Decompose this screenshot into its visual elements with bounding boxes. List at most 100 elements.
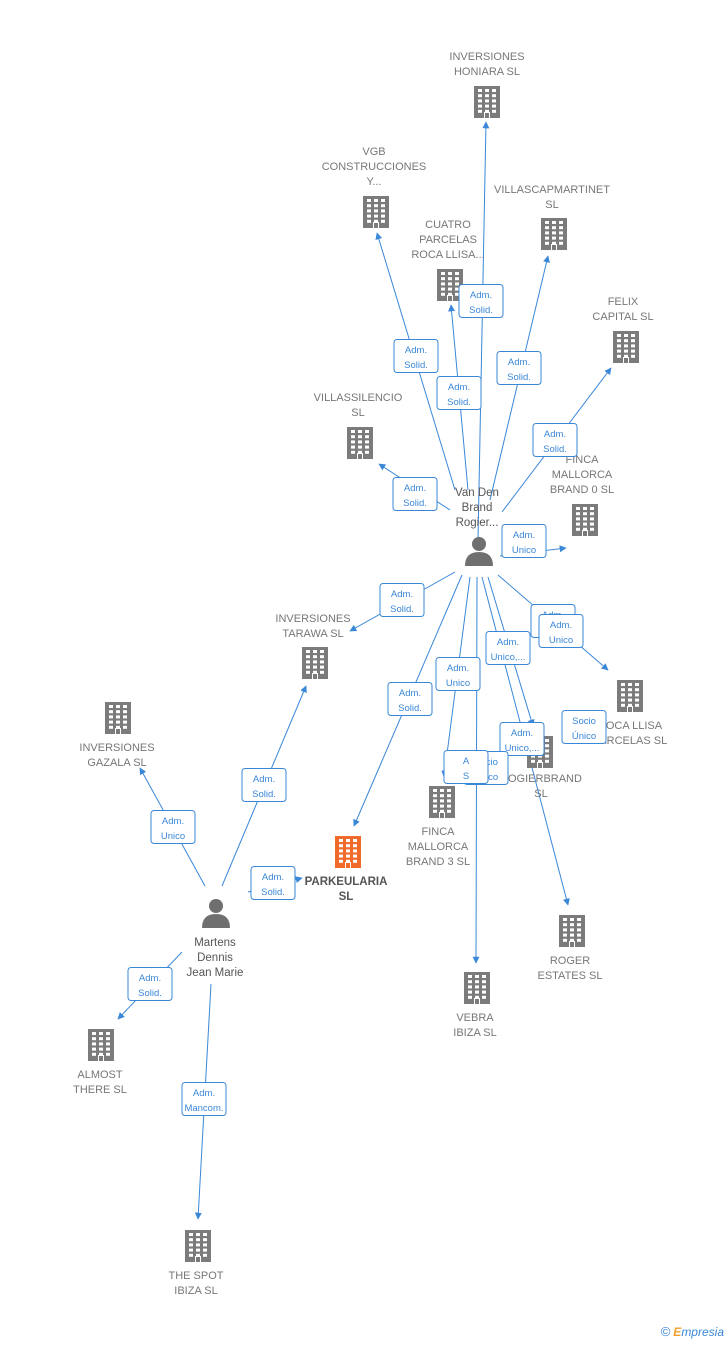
edges-layer: [117, 121, 612, 1220]
relation-label-martens-tarawa: Adm.Solid.: [241, 768, 287, 802]
relation-label-line: Adm.: [511, 728, 533, 739]
relation-label-line: Adm.: [399, 688, 421, 699]
node-label-line: PARCELAS: [419, 234, 477, 246]
relation-label-line: Solid.: [403, 498, 427, 509]
building-icon-vebra[interactable]: [464, 972, 490, 1004]
relation-label-vandenbrand-rogerestates: Adm. Unico,...: [499, 722, 545, 756]
relation-label-line: Unico,...: [491, 652, 526, 663]
relation-label-line: Solid.: [404, 360, 428, 371]
node-label-line: VEBRA: [456, 1012, 494, 1024]
person-icon-martens[interactable]: [202, 899, 230, 928]
brand-initial: E: [673, 1325, 682, 1339]
node-label-line: CAPITAL SL: [592, 311, 653, 323]
node-label-line: Dennis: [197, 952, 233, 964]
node-label-line: INVERSIONES: [275, 613, 350, 625]
node-label-line: ROCA LLISA: [598, 720, 663, 732]
person-icon-vandenbrand[interactable]: [465, 537, 493, 566]
node-label-line: Jean Marie: [187, 967, 244, 979]
relation-label-vandenbrand-rogierbrand: Adm. Unico,...: [485, 631, 531, 665]
node-label-line: CUATRO: [425, 219, 471, 231]
building-icon-thespot[interactable]: [185, 1230, 211, 1262]
node-label-line: THE SPOT: [168, 1270, 223, 1282]
node-label-line: IBIZA SL: [453, 1027, 496, 1039]
relation-label-line: Solid.: [138, 988, 162, 999]
building-icon-rocallisa[interactable]: [617, 680, 643, 712]
relation-label-vandenbrand-honiara: Adm.Solid.: [458, 284, 504, 318]
node-label-line: MALLORCA: [408, 841, 469, 853]
relation-label-line: Solid.: [507, 372, 531, 383]
building-icon-finca3[interactable]: [429, 786, 455, 818]
relation-label-vandenbrand-cuatro: Adm.Solid.: [436, 376, 482, 410]
relation-label-line: Adm.: [139, 973, 161, 984]
relation-label-vandenbrand-villascap: Adm. Solid.: [496, 351, 542, 385]
node-label-line: BRAND 3 SL: [406, 856, 470, 868]
relation-label-line: Adm.: [513, 530, 535, 541]
building-icon-tarawa[interactable]: [302, 647, 328, 679]
building-icon-finca0[interactable]: [572, 504, 598, 536]
node-label-rocallisa[interactable]: ROCA LLISA PARCELAS SL: [593, 720, 667, 747]
relation-label-line: Adm.: [262, 872, 284, 883]
building-icon-villassilencio[interactable]: [347, 427, 373, 459]
building-icon-rogerestates[interactable]: [559, 915, 585, 947]
building-icon-felix[interactable]: [613, 331, 639, 363]
relation-label-vandenbrand-finca0: Adm.Unico: [501, 524, 547, 558]
node-label-line: VILLASCAPMARTINET: [494, 184, 610, 196]
node-label-parkeularia[interactable]: PARKEULARIA SL: [305, 876, 388, 903]
relation-label-line: Unico: [446, 678, 470, 689]
relation-label-line: Unico,...: [505, 743, 540, 754]
relation-label-martens-thespot: Adm.Mancom.: [181, 1082, 227, 1116]
edge-vandenbrand-honiara: [477, 121, 490, 541]
building-icon-almost[interactable]: [88, 1029, 114, 1061]
relation-label-martens-parkeularia: Adm.Solid.: [250, 866, 296, 900]
node-label-line: PARKEULARIA: [305, 876, 388, 888]
relation-label-line: Adm.: [193, 1088, 215, 1099]
building-icon-cuatro[interactable]: [437, 269, 463, 301]
node-label-line: Rogier...: [456, 517, 499, 529]
brand-watermark: ©Empresia: [661, 1324, 724, 1339]
node-label-cuatro[interactable]: CUATRO PARCELAS ROCA LLISA...: [411, 219, 484, 261]
node-label-vebra[interactable]: VEBRA IBIZA SL: [453, 1012, 496, 1039]
node-label-line: PARCELAS SL: [593, 735, 667, 747]
node-label-line: CONSTRUCCIONES: [322, 161, 427, 173]
relation-label-line: Adm.: [497, 637, 519, 648]
node-label-line: ROCA LLISA...: [411, 249, 484, 261]
node-label-line: BRAND 0 SL: [550, 484, 614, 496]
relation-label-vandenbrand-tarawa: Adm.Solid.: [379, 583, 425, 617]
building-icon-vgb[interactable]: [363, 196, 389, 228]
relation-label-line: Adm.: [508, 357, 530, 368]
relation-label-line: Adm.: [550, 620, 572, 631]
building-icon-honiara[interactable]: [474, 86, 500, 118]
node-label-line: SL: [534, 788, 547, 800]
building-icon-villascap[interactable]: [541, 218, 567, 250]
relation-labels-layer: Adm. Solid. Adm. Solid. Adm. Solid. Adm. Solid.…: [127, 284, 607, 1116]
relation-label-martens-gazala: Adm. Unico: [150, 810, 196, 844]
relation-label-line: Adm.: [391, 589, 413, 600]
building-icon-parkeularia[interactable]: [335, 836, 361, 868]
relation-label-line: Adm.: [162, 816, 184, 827]
relation-label-line: Adm.: [404, 483, 426, 494]
node-label-line: VGB: [362, 146, 385, 158]
node-label-line: SL: [339, 891, 354, 903]
building-icon-gazala[interactable]: [105, 702, 131, 734]
relation-label-line: Adm.: [405, 345, 427, 356]
node-label-line: MALLORCA: [552, 469, 613, 481]
relation-label-line: Solid.: [398, 703, 422, 714]
relation-label-line: Unico: [161, 831, 185, 842]
relation-label-vandenbrand-parkeularia: Adm. Solid.: [387, 682, 433, 716]
relation-label-vandenbrand-villassilencio: Adm. Solid.: [392, 477, 438, 511]
